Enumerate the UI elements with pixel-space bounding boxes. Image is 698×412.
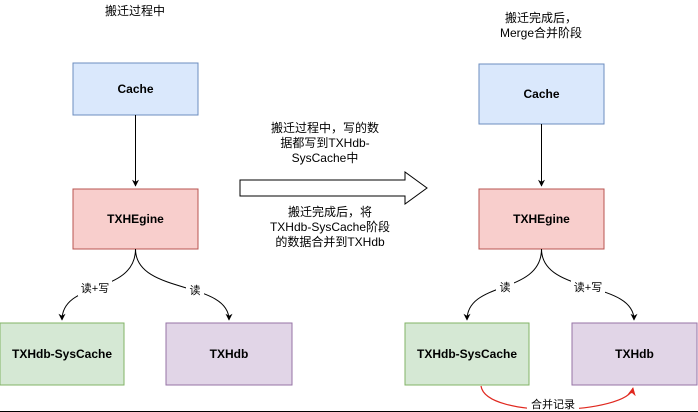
right-edge-label-bg-2 <box>571 279 605 295</box>
left-engine-box <box>72 188 199 250</box>
left-title: 搬迁过程中 <box>105 3 165 18</box>
middle-after-line-1: 搬迁完成后，将 <box>288 204 372 219</box>
right-engine-label: TXHEgine <box>513 212 570 226</box>
right-edge-label-readwrite: 读+写 <box>574 280 602 294</box>
left-edge-label-read: 读 <box>190 283 201 297</box>
right-edge-label-bg-1 <box>496 279 514 295</box>
right-cache-label: Cache <box>523 87 559 101</box>
right-txhdb-label: TXHdb <box>615 347 654 361</box>
left-engine-to-txhdb-arrow <box>135 248 233 321</box>
left-engine-label: TXHEgine <box>107 212 164 226</box>
right-title-line-1: 搬迁完成后， <box>505 10 577 25</box>
left-edge-label-bg-2 <box>186 282 204 298</box>
middle-during-line-1: 搬迁过程中，写的数 <box>271 120 379 135</box>
left-syscache-label: TXHdb-SysCache <box>12 347 112 361</box>
left-edge-label-readwrite: 读+写 <box>81 281 109 295</box>
left-cache-label: Cache <box>117 82 153 96</box>
middle-during-line-3: SysCache中 <box>292 150 359 165</box>
left-txhdb-label: TXHdb <box>210 347 249 361</box>
right-txhdb-box <box>571 322 698 386</box>
left-syscache-box <box>0 322 125 386</box>
right-syscache-label: TXHdb-SysCache <box>417 347 517 361</box>
left-txhdb-box <box>165 322 293 386</box>
left-edge-label-bg-1 <box>78 280 112 296</box>
middle-during-line-2: 据都写到TXHdb- <box>280 136 369 150</box>
merge-label-bg <box>527 397 579 412</box>
right-cache-box <box>478 63 605 125</box>
middle-after-line-3: 的数据合并到TXHdb <box>275 234 385 249</box>
left-cache-box <box>72 62 199 116</box>
right-engine-box <box>478 188 605 250</box>
merge-records-label: 合并记录 <box>531 397 575 411</box>
big-right-arrow <box>239 171 428 205</box>
right-title-line-2: Merge合并阶段 <box>500 25 582 40</box>
middle-after-line-2: TXHdb-SysCache阶段 <box>270 219 390 234</box>
right-edge-label-read: 读 <box>500 280 511 294</box>
right-syscache-box <box>404 322 530 386</box>
